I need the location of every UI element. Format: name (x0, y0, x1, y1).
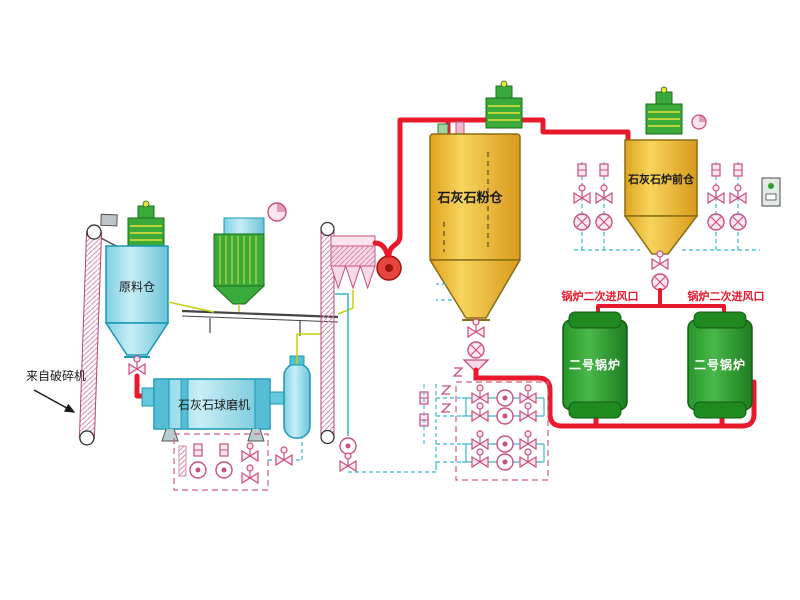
pump-icon (496, 435, 514, 453)
powder-silo-ejector (462, 359, 490, 373)
cyclone-separator (330, 235, 376, 315)
aeration-feed-lines (435, 283, 462, 470)
powder-silo: 石灰石粉仓 (428, 80, 523, 373)
silo-top-fitting-1 (437, 123, 449, 135)
oil-station (173, 433, 303, 491)
raw-silo-cone (104, 322, 170, 356)
pump-icon (339, 437, 357, 455)
pump-icon (496, 407, 514, 425)
rotary-feeder-icon (707, 213, 725, 231)
ball-mill-label: 石灰石球磨机 (178, 398, 250, 412)
mill-end-band-right (254, 378, 271, 430)
fitting-icon (193, 443, 203, 457)
raw-silo-body (105, 245, 169, 324)
filter-pleats (219, 236, 257, 284)
elevator-head-pulley (86, 224, 102, 240)
powder-silo-cone (428, 259, 522, 319)
aeration-manifold-left (573, 162, 640, 251)
from-crusher-label: 来自破碎机 (26, 368, 86, 383)
boiler-left: 二号锅炉 (562, 311, 628, 419)
pump-icon (496, 389, 514, 407)
raw-material-silo: 原料仓 (104, 200, 170, 399)
bag-filter (212, 202, 287, 313)
ball-mill: 石灰石球磨机 (141, 355, 311, 442)
mill-supports (161, 428, 265, 442)
aeration-lines (574, 162, 640, 251)
cyclone-body-hatch (331, 246, 375, 266)
oil-station-boundary (173, 433, 269, 491)
fitting-icon (219, 443, 229, 457)
cyclone-cone-2 (344, 265, 362, 290)
fitting-icon (577, 163, 587, 177)
raw-silo-label: 原料仓 (119, 280, 155, 294)
elevator-boot-pulley (79, 430, 95, 446)
cyclone-cone-1 (330, 265, 347, 290)
air-inlet-right-label: 锅炉二次进风口 (688, 289, 765, 303)
filter-fan-icon (267, 202, 287, 222)
rotary-feeder-icon (651, 273, 669, 291)
rotary-feeder-icon (573, 213, 591, 231)
elevator2-boot-pulley (320, 429, 335, 445)
mill-end-band-left (153, 378, 170, 430)
furnace-silo-body (624, 139, 698, 217)
drain-line (335, 293, 349, 436)
air-valve-station (419, 283, 549, 481)
furnace-silo-cone (623, 215, 699, 255)
from-crusher-arrow (33, 389, 76, 413)
boiler-left-bottom-header (568, 401, 622, 419)
drain-air-line (348, 462, 437, 473)
vent-line-2 (296, 333, 321, 364)
filter-plenum (223, 217, 265, 235)
bucket-elevator-1 (78, 213, 123, 446)
pneumatic-line-bottom (473, 367, 757, 429)
rotary-feeder-icon (467, 341, 485, 359)
cyclone-manifold (330, 235, 376, 247)
mill-outlet-trunnion (269, 391, 285, 405)
screw-conveyor (181, 309, 339, 336)
fitting-icon (733, 163, 743, 177)
rotary-feeder-icon (729, 213, 747, 231)
furnace-silo-fan-icon (691, 114, 707, 130)
aeration-manifold-right (682, 162, 760, 251)
boiler-right-top-header (693, 311, 747, 329)
aeration-lines (682, 162, 760, 251)
cyclone-cone-3 (359, 265, 376, 290)
mill-inlet-trunnion (141, 387, 155, 407)
vent-line-1 (167, 301, 215, 313)
rotary-feeder-icon (595, 213, 613, 231)
classifier-drain (335, 293, 437, 473)
furnace-silo-distribution-pipes (596, 288, 726, 320)
fitting-icon (599, 163, 609, 177)
fitting-icon (711, 163, 721, 177)
cabinet-body (761, 177, 781, 207)
conveyor-bottom-rail (181, 315, 339, 323)
cyclone-return-line (337, 290, 354, 315)
boiler-right-label: 二号锅炉 (694, 357, 746, 372)
boiler-left-label: 二号锅炉 (569, 357, 621, 372)
valve-station-boundary (455, 381, 549, 481)
furnace-silo: 石灰石炉前仓 (596, 86, 726, 320)
boiler-right-bottom-header (693, 401, 747, 419)
control-cabinet (761, 177, 781, 207)
boiler-left-top-header (568, 311, 622, 329)
conveyor-top-rail (181, 309, 339, 319)
powder-silo-label: 石灰石粉仓 (436, 190, 503, 206)
pump-icon (189, 461, 207, 479)
furnace-silo-label: 石灰石炉前仓 (627, 172, 695, 186)
mill-classifier (283, 363, 311, 439)
mill-girth-ring (180, 378, 189, 430)
pump-icon (496, 453, 514, 471)
silo-top-fitting-2 (455, 121, 465, 135)
air-inlet-left-label: 锅炉二次进风口 (562, 289, 639, 303)
elevator-motor (100, 213, 118, 227)
oil-cooler (178, 445, 187, 477)
pneumatic-line-top (386, 117, 631, 259)
boiler-right: 二号锅炉 (687, 311, 753, 419)
cabinet-indicator (768, 183, 774, 189)
cabinet-panel (765, 193, 777, 201)
filter-hopper (212, 285, 266, 305)
pump-icon (215, 461, 233, 479)
elevator2-head-pulley (320, 221, 335, 237)
